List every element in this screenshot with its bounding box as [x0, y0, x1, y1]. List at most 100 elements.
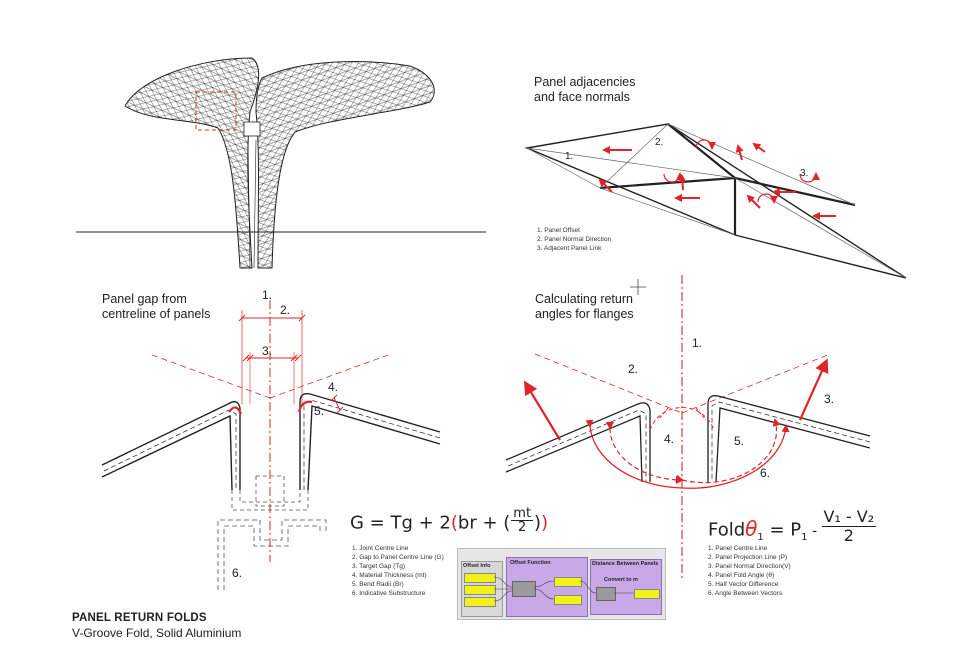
- gap-label-5: 5.: [314, 404, 325, 418]
- return-label-2: 2.: [628, 362, 639, 376]
- grasshopper-script-thumbnail: Offset Info Offset Function Distance Bet…: [457, 548, 666, 620]
- fold-formula-eq: = P: [763, 519, 802, 541]
- gh-group-offset-function-label: Offset Function: [510, 560, 551, 566]
- fold-right-panel-outer: [707, 395, 871, 482]
- dimension-ticks: [242, 354, 302, 362]
- projection-line: [151, 354, 271, 399]
- left-panel-midline: [103, 409, 237, 490]
- gap-label-1: 1.: [262, 288, 273, 302]
- link-arc: [695, 139, 716, 150]
- sheet-title: PANEL RETURN FOLDS: [72, 612, 207, 624]
- gap-formula-close: ): [541, 512, 549, 534]
- gh-node-yellow: [464, 573, 496, 583]
- gap-label-6: 6.: [232, 566, 243, 580]
- fold-legend: 1. Panel Centre Line 2. Panel Projection…: [708, 544, 791, 598]
- gh-wires: [493, 576, 634, 602]
- return-angles-heading: Calculating return angles for flanges: [535, 292, 634, 321]
- gh-node-grey: [596, 587, 616, 601]
- return-label-3: 3.: [824, 392, 835, 406]
- gap-legend-item: 2. Gap to Panel Centre Line (G): [352, 554, 444, 561]
- gap-label-4: 4.: [328, 380, 339, 394]
- half-vector-arc-right: [675, 418, 781, 484]
- panel-gap-heading: Panel gap from centreline of panels: [102, 292, 211, 321]
- gap-legend-item: 4. Material Thickness (mt): [352, 572, 427, 579]
- gap-legend-item: 1. Joint Centre Line: [352, 545, 409, 552]
- adjacency-label-1: 1.: [565, 151, 574, 162]
- gh-node-yellow: [464, 597, 496, 607]
- fold-legend-item: 5. Half Vector Difference: [708, 581, 779, 588]
- canopy-illustration: [76, 57, 486, 269]
- panel-projection-line: [681, 353, 831, 414]
- channel-bottom: [231, 490, 309, 511]
- normal-arrow: [746, 194, 761, 209]
- adjacency-legend-item: 2. Panel Normal Direction: [537, 236, 612, 243]
- fold-formula-lhs: Fold: [708, 519, 746, 541]
- detail-callout-box: [195, 91, 237, 131]
- panel-gap-diagram: [101, 300, 441, 590]
- link-arc: [799, 172, 820, 183]
- adjacency-heading: Panel adjacencies and face normals: [534, 75, 636, 104]
- gap-legend-item: 5. Bend Radii (Br): [352, 581, 404, 588]
- canopy-joint: [243, 121, 261, 137]
- fold-formula-sub2: 1: [801, 532, 808, 544]
- projection-line: [269, 354, 389, 399]
- right-panel-inner: [307, 405, 441, 491]
- normal-arrow: [735, 144, 744, 161]
- gap-formula-inner: br + (: [457, 512, 511, 534]
- fold-legend-item: 2. Panel Projection Line (P): [708, 554, 788, 561]
- crosshair-icon: [630, 279, 646, 295]
- gh-node-yellow: [554, 577, 582, 587]
- return-label-1: 1.: [692, 336, 703, 350]
- fold-legend-item: 3. Panel Normal Direction(V): [708, 563, 791, 570]
- adjacency-diagram: [524, 123, 907, 279]
- link-arc: [757, 193, 778, 204]
- fold-legend-item: 1. Panel Centre Line: [708, 545, 768, 552]
- right-panel-outer: [299, 392, 441, 490]
- dimension-ticks: [238, 314, 306, 322]
- return-angle-diagram: [505, 275, 871, 580]
- adjacency-label-3: 3.: [800, 168, 809, 179]
- fold-formula-sub1: 1: [757, 532, 764, 544]
- gap-formula-frac-num: mt: [511, 506, 534, 521]
- return-label-5: 5.: [734, 434, 745, 448]
- gap-formula-close-inner: ): [534, 512, 542, 534]
- normal-arrow: [752, 142, 766, 153]
- adjacency-legend-item: 3. Adjacent Panel Link: [537, 245, 602, 252]
- adjacency-legend-item: 1. Panel Offset: [537, 227, 580, 234]
- gap-label-2: 2.: [280, 303, 291, 317]
- fold-left-panel-outer: [505, 402, 651, 482]
- normal-arrow: [678, 174, 687, 191]
- normal-vector-left: [523, 380, 561, 441]
- fold-legend-item: 4. Panel Fold Angle (θ): [708, 572, 775, 579]
- return-label-4: 4.: [664, 432, 675, 446]
- link-arc: [663, 172, 684, 183]
- gh-node-yellow: [464, 585, 496, 595]
- gap-legend-item: 6. Indicative Substructure: [352, 590, 426, 597]
- gap-label-3: 3.: [262, 344, 273, 358]
- canopy-right-petal: [255, 61, 435, 269]
- gap-legend: 1. Joint Centre Line 2. Gap to Panel Cen…: [352, 544, 444, 598]
- fold-formula-theta: θ: [745, 516, 758, 541]
- gh-group-offset-info-label: Offset Info: [463, 563, 491, 569]
- panel-subdivision: [526, 123, 907, 279]
- gh-group-distance-label: Distance Between Panels: [592, 561, 659, 567]
- half-vector-arc-left: [605, 421, 684, 484]
- fold-formula-minus: -: [807, 523, 822, 540]
- fold-angle-markers: [657, 407, 707, 421]
- adjacency-label-2: 2.: [655, 137, 664, 148]
- fold-legend-item: 6. Angle Between Vectors: [708, 590, 783, 597]
- angle-between-vectors-arc: [585, 419, 790, 489]
- gap-formula-lhs: G = Tg + 2: [350, 512, 451, 534]
- gap-formula-frac-den: 2: [518, 520, 527, 535]
- left-panel-outer: [101, 401, 241, 490]
- gh-group-convert-label: Convert to m: [604, 577, 638, 583]
- bend-radius-right: [297, 400, 313, 413]
- panel-outline: [524, 123, 907, 279]
- sheet-subtitle: V-Groove Fold, Solid Aluminium: [72, 626, 242, 640]
- fold-left-panel-inner: [505, 415, 643, 483]
- canopy-left-petal: [124, 57, 259, 269]
